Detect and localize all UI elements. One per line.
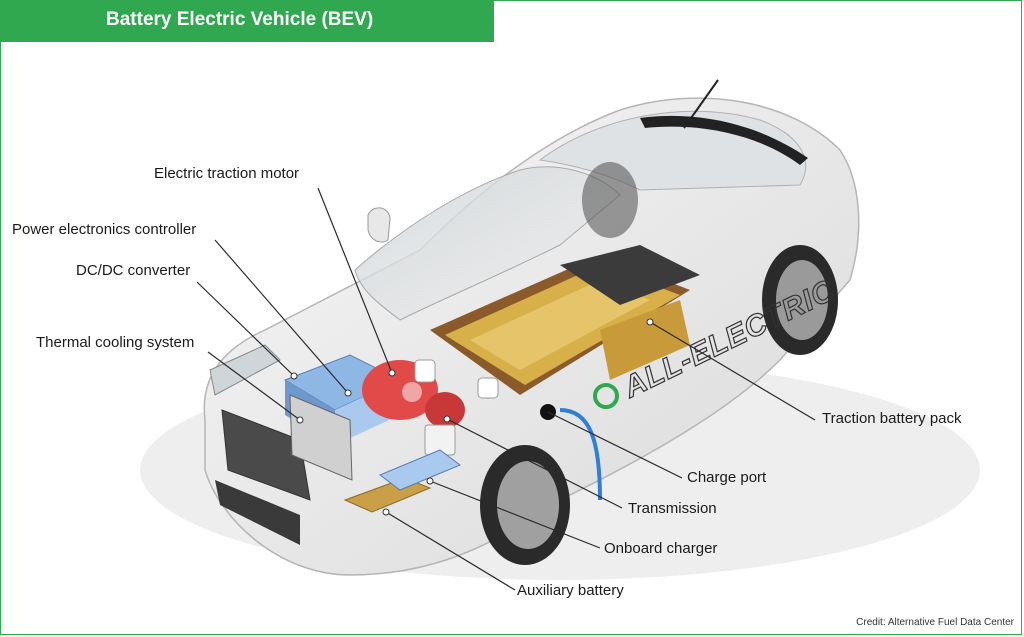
- onboard-charger: [379, 449, 461, 491]
- leader-lines: [196, 187, 816, 591]
- leader-traction-motor: [317, 187, 393, 374]
- coolant-reservoir: [414, 359, 436, 383]
- page-title: Battery Electric Vehicle (BEV): [106, 9, 374, 30]
- label-thermal-cooling-system: Thermal cooling system: [36, 334, 195, 351]
- leader-dc-dc: [196, 281, 295, 377]
- label-electric-traction-motor: Electric traction motor: [154, 165, 300, 182]
- leader-power-electronics: [214, 239, 349, 394]
- roof-antenna-strip: [640, 115, 808, 165]
- label-power-electronics-controller: Power electronics controller: [12, 221, 197, 238]
- leader-battery: [649, 321, 816, 421]
- front-wheel: [480, 445, 570, 565]
- thermal-cooling-radiator: [289, 394, 353, 481]
- antenna: [683, 79, 719, 129]
- badge-logo: [593, 383, 619, 409]
- label-traction-battery-pack: Traction battery pack: [822, 410, 962, 427]
- credit-text: Credit: Alternative Fuel Data Center: [856, 617, 1014, 628]
- leader-dots: [290, 318, 654, 516]
- label-auxiliary-battery: Auxiliary battery: [517, 582, 624, 599]
- leader-thermal: [207, 351, 301, 421]
- lower-grille: [215, 480, 300, 545]
- label-transmission: Transmission: [628, 500, 717, 517]
- leader-charge-port: [547, 411, 683, 479]
- leader-onboard-charger: [429, 480, 601, 549]
- charge-cable: [559, 408, 602, 501]
- brake-reservoir: [477, 377, 499, 399]
- side-mirror: [367, 207, 391, 243]
- traction-battery-pack: [430, 245, 700, 395]
- leader-aux-battery: [385, 511, 516, 591]
- leader-transmission: [446, 418, 623, 509]
- front-grille: [221, 409, 311, 501]
- title-banner: Battery Electric Vehicle (BEV): [0, 0, 494, 42]
- rear-left-wheel: [582, 162, 638, 238]
- label-dc-dc-converter: DC/DC converter: [76, 262, 191, 279]
- rear-wheel: [762, 245, 838, 355]
- label-charge-port: Charge port: [687, 469, 767, 486]
- headlight: [209, 344, 281, 396]
- label-onboard-charger: Onboard charger: [604, 540, 718, 557]
